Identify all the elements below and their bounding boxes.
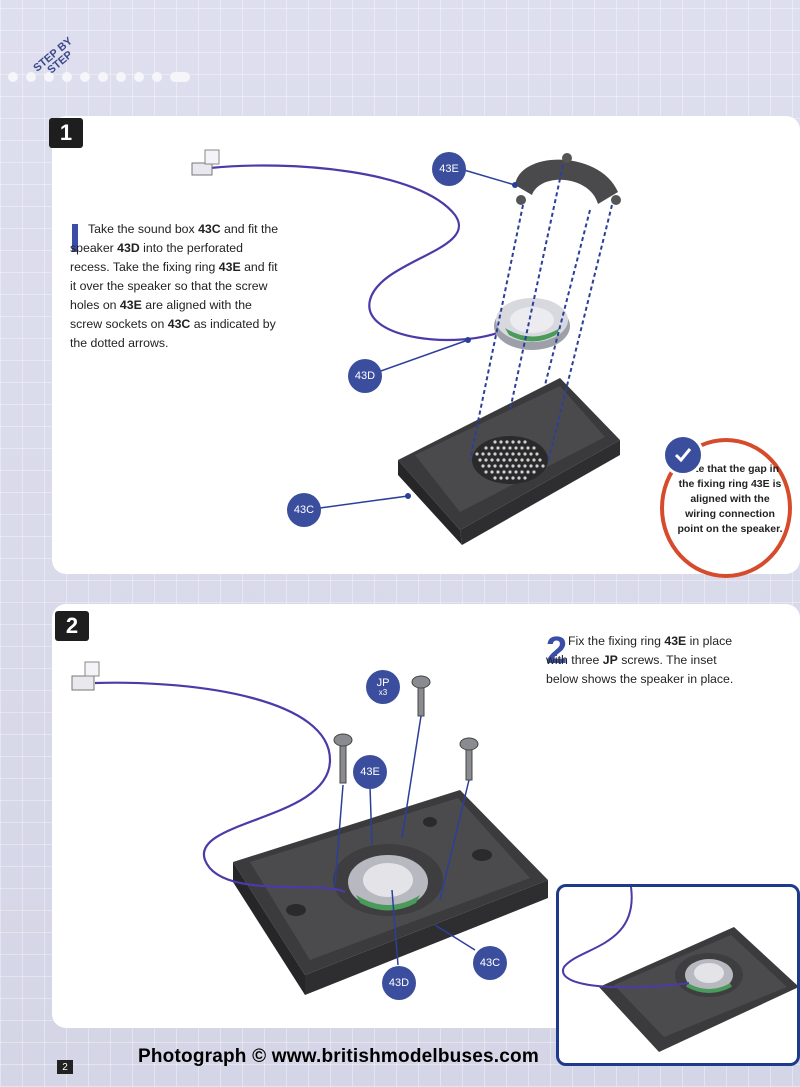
step2-run: screws. The inset below shows the speake… [546,653,734,686]
step1-run: and fit it over the speaker so that the … [70,260,278,312]
connector-plug [204,149,220,165]
step1-run: and fit the speaker [70,222,279,255]
jp-screw-3 [465,745,473,781]
jp-screw-1 [339,744,347,784]
header-dots [8,72,223,82]
check-icon [662,434,704,476]
step1-run: 43E [119,298,142,312]
speaker-wire-2 [94,681,346,894]
speaker-wire [209,164,506,342]
callout-43e: 43E [432,152,466,186]
step1-number: 1 [49,118,83,148]
watermark: Photograph © www.britishmodelbuses.com [138,1046,539,1067]
step1-run: 43C [167,317,191,331]
inset-speaker-in-place [556,884,800,1066]
callout-43e-2: 43E [353,755,387,789]
step1-run: are aligned with the screw sockets on [70,298,252,331]
step1-run: into the perforated recess. Take the fix… [70,241,243,274]
step2-run: JP [602,653,618,667]
wire-connector [191,162,213,176]
step2-number: 2 [55,611,89,641]
step1-run: Take the sound box [88,222,199,236]
callout-43d-2: 43D [382,966,416,1000]
step2-initial-digit: 2 [546,630,568,672]
step2-run: in place with three [546,634,733,667]
step1-run: 43C [198,222,221,236]
step1-run: as indicated by the dotted arrows. [70,317,276,350]
note-circle: Note that the gap in the fixing ring 43E… [660,438,792,578]
page-number: 2 [57,1060,73,1074]
step1-run: 43E [218,260,241,274]
step1-instructions: Take the sound box 43C and fit the speak… [70,220,280,353]
step2-run: 43E [664,634,687,648]
step2-run: Fix the fixing ring [568,634,665,648]
step2-instructions: Fix the fixing ring 43E in place with th… [546,632,746,689]
note-text: Note that the gap in the fixing ring 43E… [677,463,783,535]
step1-initial-bar [72,224,78,252]
callout-43c: 43C [287,493,321,527]
step1-run: 43D [117,241,140,255]
callout-43d: 43D [348,359,382,393]
fixing-ring-43e [515,159,618,204]
callout-43c-2: 43C [473,946,507,980]
